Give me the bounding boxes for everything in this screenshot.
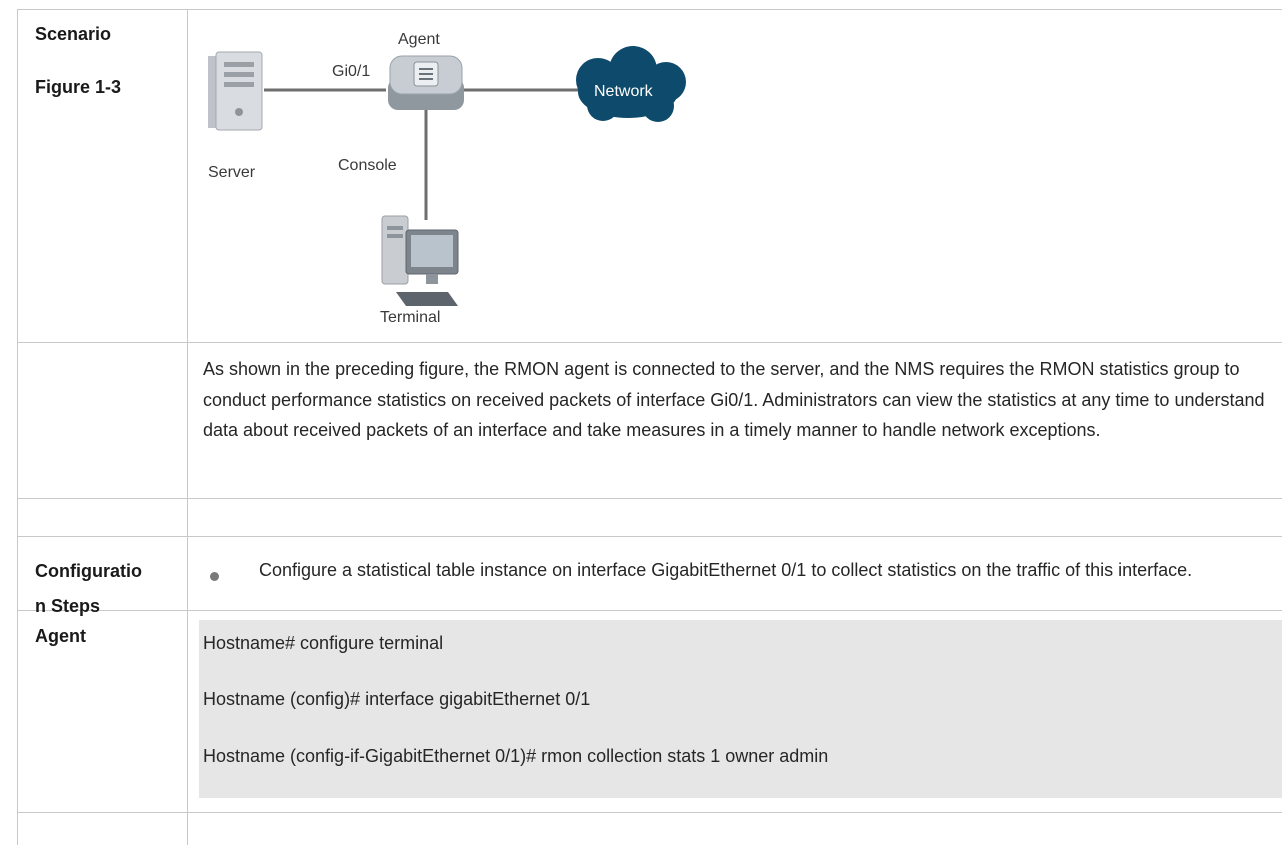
scenario-label: Scenario xyxy=(35,24,112,44)
figure-label: Figure 1-3 xyxy=(35,77,122,97)
row-divider-description xyxy=(17,498,1282,499)
scenario-description: As shown in the preceding figure, the RM… xyxy=(203,359,1265,440)
row-divider-blank xyxy=(17,536,1282,537)
command-block xyxy=(199,620,1282,798)
agent-label: Agent xyxy=(35,626,86,646)
row-divider-figure xyxy=(17,342,1282,343)
column-divider-left xyxy=(17,9,18,845)
config-steps-label-line2: n Steps xyxy=(35,596,101,616)
port-caption: Gi0/1 xyxy=(332,63,370,80)
command-line: Hostname (config)# interface gigabitEthe… xyxy=(203,689,591,709)
network-cloud-icon xyxy=(576,46,686,122)
server-icon xyxy=(208,51,263,131)
console-caption: Console xyxy=(338,157,397,174)
command-line: Hostname# configure terminal xyxy=(203,633,444,653)
config-steps-label-line1: Configuratio xyxy=(35,561,142,581)
switch-icon xyxy=(388,55,464,110)
config-step-text: Configure a statistical table instance o… xyxy=(259,560,1193,580)
bullet-icon xyxy=(210,572,219,581)
server-caption: Server xyxy=(208,164,256,181)
terminal-caption: Terminal xyxy=(380,309,440,326)
row-divider-steps xyxy=(17,610,1282,611)
agent-caption: Agent xyxy=(398,31,440,48)
terminal-computer-icon xyxy=(381,215,459,306)
column-divider xyxy=(187,9,188,845)
network-caption: Network xyxy=(594,83,654,100)
row-divider-top xyxy=(17,9,1282,10)
row-divider-agent xyxy=(17,812,1282,813)
command-line: Hostname (config-if-GigabitEthernet 0/1)… xyxy=(203,746,829,766)
topology-figure: Agent Gi0/1 Network Server Console Termi… xyxy=(208,31,686,326)
